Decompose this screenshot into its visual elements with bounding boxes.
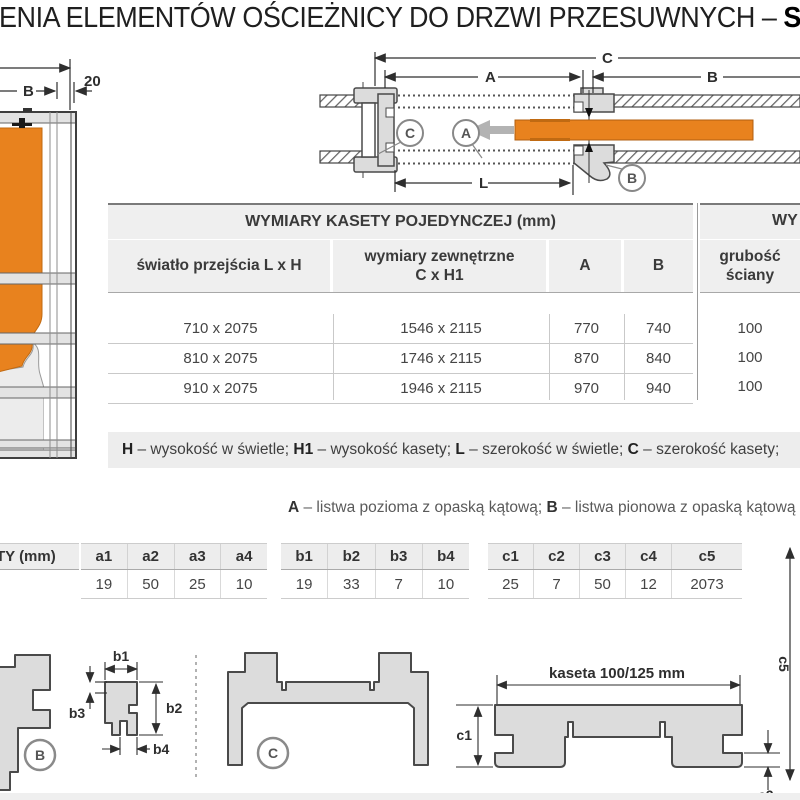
jamb-arrow-up (585, 142, 593, 152)
dim-label-b: B (707, 69, 718, 86)
header-underline-right (700, 292, 800, 293)
part-label-b: B (605, 164, 646, 192)
table-row: 810 x 2075 1746 x 2115 870 840 (108, 344, 693, 374)
kaseta-profile-section (494, 704, 743, 768)
col-header-b: B (624, 240, 693, 292)
kaseta-table-legend: H – wysokość w świetle; H1 – wysokość ka… (108, 432, 800, 468)
svg-text:C: C (405, 125, 415, 141)
dim-label-c: C (602, 50, 613, 67)
dims-table-group-c: c1 c2 c3 c4 c5 25 7 50 12 2073 (488, 543, 742, 599)
dim-label-b4: b4 (153, 741, 170, 757)
header-underline-left (108, 292, 693, 293)
kaseta-table-body: 710 x 2075 1546 x 2115 770 740 810 x 207… (108, 314, 693, 404)
elevation-diagram: B 20 (0, 59, 101, 459)
plan-view-diagram: C A B L C A B (319, 50, 800, 195)
col-header-zewnetrzne: wymiary zewnętrzne C x H1 (333, 240, 546, 292)
door-hanger (12, 108, 32, 128)
grubosc-column-values: 100 100 100 (737, 320, 763, 395)
svg-text:B: B (35, 747, 45, 763)
pocket-dotted-lines (398, 94, 583, 165)
jamb-arrow-down (585, 108, 593, 118)
dim-label-20: 20 (84, 73, 101, 90)
dim-label-l: L (479, 175, 488, 192)
page-title: IENIA ELEMENTÓW OŚCIEŻNICY DO DRZWI PRZE… (0, 2, 800, 35)
svg-text:B: B (627, 170, 637, 186)
profile-sections-diagram: B b1 b3 b2 b4 C (0, 648, 780, 800)
pocket-end-profile (353, 82, 398, 178)
plan-dimensions (373, 52, 800, 195)
profile-label-b: B (23, 738, 57, 772)
dim-label-c1: c1 (456, 727, 472, 743)
col-header-swiatlo: światło przejścia L x H (108, 240, 330, 292)
elevation-dimensions (0, 59, 92, 110)
profile-label-c: C (256, 736, 290, 770)
table-divider-line (697, 203, 698, 400)
b-profile-dimensions (85, 662, 163, 755)
page-title-emphasis: SYSTEM (783, 2, 800, 34)
kaseta-dimensions (495, 675, 742, 705)
table-row: 710 x 2075 1546 x 2115 770 740 (108, 314, 693, 344)
dim-label-c5: c5 (776, 656, 792, 672)
c-profile-section (227, 652, 429, 766)
bottom-page-strip (0, 793, 800, 800)
part-label-c: C (377, 119, 424, 155)
dims-table-group-a: a1 a2 a3 a4 19 50 25 10 (81, 543, 267, 599)
svg-text:A: A (461, 125, 471, 141)
ab-legend: A – listwa pozioma z opaską kątową; B – … (288, 499, 796, 516)
frame-outline (0, 111, 77, 459)
dim-label-b2: b2 (166, 700, 183, 716)
b-profile-section (104, 681, 138, 736)
frame-stile-lines (49, 112, 72, 458)
dim-label-b1: b1 (113, 648, 130, 664)
dim-label-b3: b3 (69, 705, 86, 721)
dim-label-b: B (23, 83, 34, 100)
sliding-door-leaf (514, 119, 754, 141)
kaseta-width-label: kaseta 100/125 mm (549, 665, 685, 682)
kaseta-table-title: WYMIARY KASETY POJEDYNCZEJ (mm) (108, 203, 693, 239)
table-row: 910 x 2075 1946 x 2115 970 940 (108, 374, 693, 404)
vertical-trim-profile (0, 654, 51, 791)
dim-label-a: A (485, 69, 496, 86)
c1-c2-dimensions (456, 704, 780, 790)
svg-text:C: C (268, 745, 278, 761)
dims-table-header-fragment: TY (mm) (0, 543, 79, 570)
jamb-profiles (573, 87, 615, 182)
col-header-a: A (549, 240, 621, 292)
page-title-main: IENIA ELEMENTÓW OŚCIEŻNICY DO DRZWI PRZE… (0, 2, 784, 34)
col-header-grubosc: grubość ściany (700, 240, 800, 292)
dims-table-group-b: b1 b2 b3 b4 19 33 7 10 (281, 543, 469, 599)
right-table-title-fragment: WY (700, 203, 800, 239)
c5-dimension: c5 (776, 546, 795, 782)
part-label-a: A (452, 119, 483, 159)
